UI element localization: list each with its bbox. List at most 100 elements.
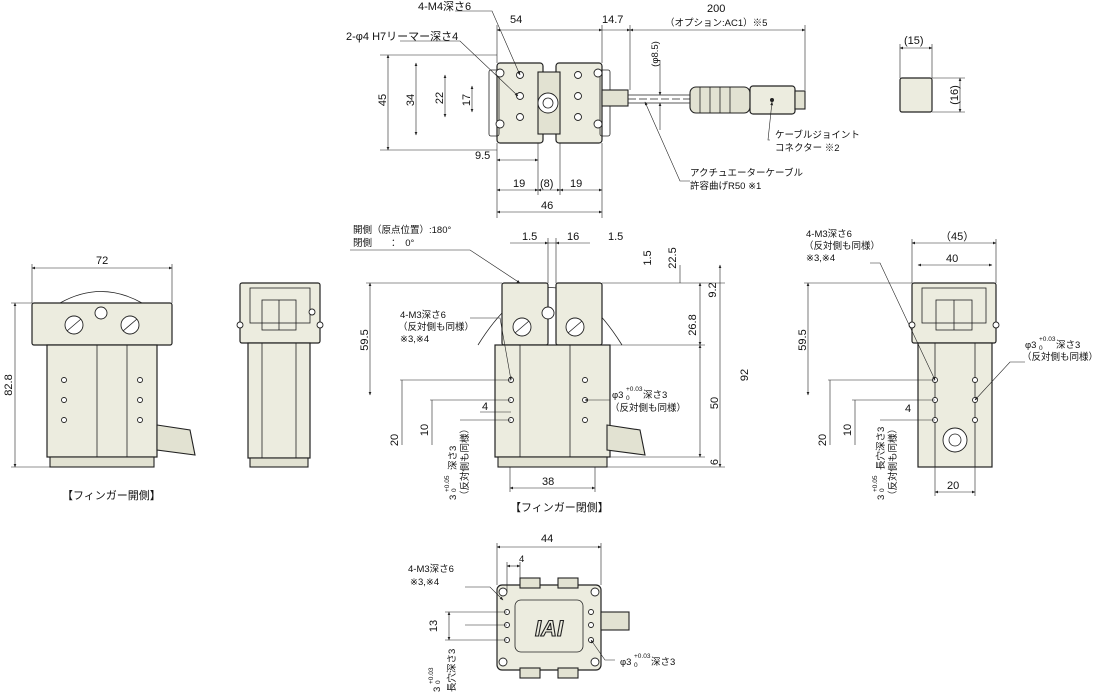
dim-4-right: 4 (905, 403, 911, 415)
phi3-bottom: φ3 (620, 657, 631, 668)
m3-right-1: 4-M3深さ6 (806, 229, 852, 240)
dim-6: 6 (709, 459, 721, 465)
connector-label-2: コネクター ※2 (775, 143, 840, 154)
m3-right-2: （反対側も同様） (804, 240, 880, 252)
dim-19b: 19 (570, 178, 582, 190)
dim-4-bottom: 4 (519, 554, 524, 565)
dim-9-5: 9.5 (475, 150, 490, 162)
slot-bottom-tol: +0.03 (428, 667, 435, 684)
second-side-view (236, 282, 324, 468)
phi3-depth: 深さ3 (643, 390, 667, 401)
m3-bottom-1: 4-M3深さ6 (408, 564, 454, 575)
iai-logo: IAI (535, 616, 564, 641)
dim-59-5: 59.5 (359, 329, 371, 350)
dim-4: 4 (482, 401, 488, 413)
cable-label-2: 許容曲げR50 ※1 (690, 180, 761, 192)
phi3-label: φ3 (612, 390, 623, 401)
cable-label-1: アクチュエーターケーブル (690, 167, 803, 179)
connector-end-view: (15) (16) (899, 35, 965, 113)
dim-20-right: 20 (817, 434, 829, 446)
left-view-caption: 【フィンガー開側】 (62, 489, 161, 502)
top-view: 54 14.7 200 （オプション:AC1）※5 4-M4深さ6 2-φ4 H… (346, 0, 860, 218)
slot-bottom-3: 3 (432, 687, 443, 692)
slot-tol: +0.05 (444, 475, 451, 492)
dim-1-5a: 1.5 (522, 231, 537, 243)
dim-200: 200 (707, 3, 725, 15)
dim-16: (16) (949, 85, 961, 105)
phi3-tol: +0.03 (626, 386, 643, 393)
phi3-zero: 0 (626, 395, 630, 402)
dim-50: 50 (709, 397, 721, 409)
option-label: （オプション:AC1）※5 (665, 17, 767, 29)
m4-label: 4-M4深さ6 (418, 0, 471, 13)
m3-label-1: 4-M3深さ6 (400, 310, 446, 321)
dim-40: 40 (946, 253, 958, 265)
dim-34: 34 (405, 94, 417, 106)
phi3-bottom-zero: 0 (634, 662, 638, 669)
m3-label-2: （反対側も同様） (398, 321, 474, 333)
left-side-view: 72 82.8 【フィンガー開側】 (3, 255, 196, 502)
slot-right-depth: 長穴深さ3 (875, 427, 887, 470)
slot-right-zero: 0 (879, 488, 886, 492)
dim-20-bottom: 20 (947, 480, 959, 492)
slot-depth: 深さ3 (448, 446, 459, 470)
dim-15: (15) (904, 35, 924, 47)
bottom-view: IAI 44 4 13 4-M3深さ6 ※3,※4 φ3 +0.03 0 深さ3… (408, 533, 675, 692)
dim-44: 44 (541, 533, 553, 545)
open-side-label: 開側（原点位置）:180° (353, 224, 451, 236)
slot-bottom-zero: 0 (435, 680, 442, 684)
phi3-right-tol: +0.03 (1039, 336, 1056, 343)
phi3-right-opposite: （反対側も同様） (1022, 351, 1098, 363)
phi3-right-depth: 深さ3 (1056, 340, 1080, 351)
dim-38: 38 (542, 476, 554, 488)
dim-54: 54 (510, 14, 522, 26)
slot-zero: 0 (451, 488, 458, 492)
dim-22: 22 (434, 92, 446, 104)
phi3-bottom-tol: +0.03 (634, 653, 651, 660)
dim-17: 17 (461, 94, 473, 106)
dim-22-5: 22.5 (667, 247, 679, 268)
dim-92: 92 (739, 369, 751, 381)
dim-59-5-right: 59.5 (797, 329, 809, 350)
phi3-right-zero: 0 (1039, 345, 1043, 352)
dim-19a: 19 (513, 178, 525, 190)
dim-46: 46 (541, 200, 553, 212)
dim-1-5-vert: 1.5 (642, 250, 654, 265)
dim-1-5b: 1.5 (608, 231, 623, 243)
phi3-bottom-depth: 深さ3 (651, 657, 675, 668)
dim-26-8: 26.8 (687, 314, 699, 335)
dim-10-right: 10 (842, 424, 854, 436)
rotation-arc (477, 287, 623, 346)
connector-label-1: ケーブルジョイント (775, 129, 860, 141)
slot-bottom-depth: 長穴深さ3 (446, 649, 458, 692)
dim-13: 13 (428, 620, 440, 632)
m3-label-3: ※3,※4 (400, 334, 429, 345)
dim-9-2: 9.2 (707, 282, 719, 297)
dim-72: 72 (96, 255, 108, 267)
phi4-label: 2-φ4 H7リーマー深さ4 (346, 30, 458, 43)
center-right-finger (555, 282, 603, 346)
slot-opposite: （反対側も同様） (459, 424, 471, 500)
center-pivot (537, 92, 559, 114)
right-side-view: （45） 40 59.5 20 10 4 20 4-M3深さ6 （反対側も同様）… (797, 229, 1098, 500)
slot-right-3: 3 (876, 495, 887, 500)
phi3-opposite: （反対側も同様） (610, 402, 686, 414)
m3-right-3: ※3,※4 (806, 253, 835, 264)
slot-3: 3 (448, 495, 459, 500)
dim-10: 10 (419, 424, 431, 436)
slot-right-tol: +0.05 (872, 475, 879, 492)
dim-20: 20 (389, 434, 401, 446)
close-side-label: 閉側 ： 0° (353, 237, 415, 249)
dim-45: （45） (940, 230, 974, 243)
m3-bottom-2: ※3,※4 (410, 577, 439, 588)
dim-8: (8) (540, 178, 553, 190)
dim-14-7: 14.7 (602, 14, 623, 26)
dim-82-8: 82.8 (3, 374, 15, 395)
dim-45: 45 (377, 94, 389, 106)
slot-right-opposite: （反対側も同様） (887, 424, 899, 500)
center-view-caption: 【フィンガー閉側】 (510, 501, 609, 514)
phi3-right: φ3 (1025, 340, 1036, 351)
dim-phi8-5: (φ8.5) (650, 41, 661, 67)
center-body-main (494, 344, 611, 458)
